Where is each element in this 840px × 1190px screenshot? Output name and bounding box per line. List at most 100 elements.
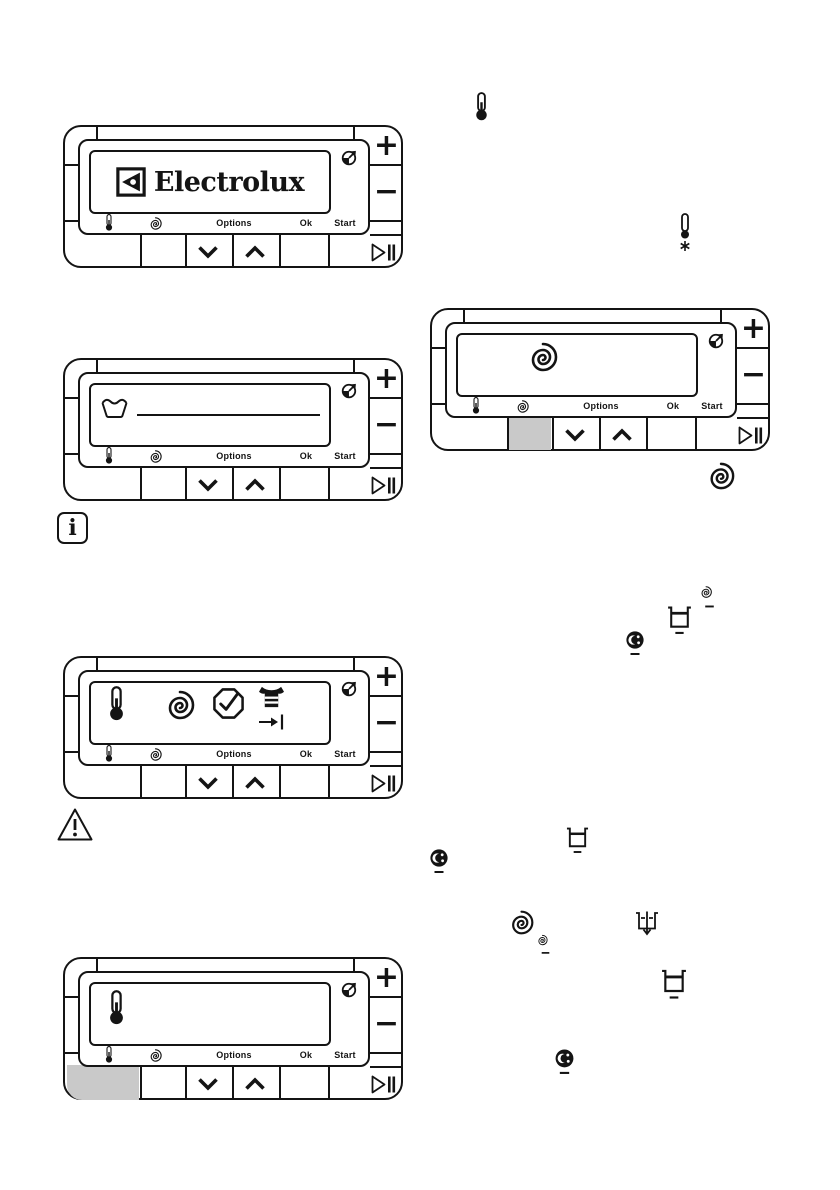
rinse-hold-icon <box>566 827 589 854</box>
divider <box>370 1066 403 1068</box>
increase-button[interactable]: + <box>373 960 400 995</box>
decrease-button[interactable]: − <box>373 1006 400 1041</box>
warning-icon <box>56 806 94 844</box>
divider <box>646 416 648 451</box>
cold-wash-icon <box>677 213 693 253</box>
temperature-button-pressed[interactable] <box>67 1065 139 1100</box>
start-pause-button[interactable] <box>371 774 397 793</box>
scroll-up-button[interactable] <box>611 428 633 442</box>
rinse-hold-icon <box>667 606 692 635</box>
spin-button-pressed[interactable] <box>509 417 551 450</box>
display-screen: Electrolux <box>89 150 331 214</box>
display-screen <box>456 333 698 397</box>
spin-label-icon <box>149 1049 162 1062</box>
ok-check-icon <box>212 687 245 720</box>
info-icon: i <box>57 512 88 544</box>
divider <box>279 1065 281 1100</box>
time-manager-icon <box>708 332 725 349</box>
drain-icon <box>635 910 659 937</box>
spin-icon <box>165 690 195 720</box>
display-module: Options Ok Start <box>78 372 370 468</box>
start-label: Start <box>701 401 723 411</box>
divider <box>599 416 601 451</box>
ok-label: Ok <box>666 401 680 411</box>
divider <box>64 453 79 455</box>
spin-label-icon <box>149 217 162 230</box>
divider <box>185 764 187 799</box>
start-pause-button[interactable] <box>371 476 397 495</box>
increase-button[interactable]: + <box>373 128 400 163</box>
control-panel-program-name: Options Ok Start + − <box>63 358 403 501</box>
rinse-hold-icon <box>661 969 687 1000</box>
divider <box>552 416 554 451</box>
divider <box>353 126 355 140</box>
scroll-down-button[interactable] <box>197 478 219 492</box>
electrolux-logo: Electrolux <box>91 152 329 212</box>
spin-icon <box>509 910 534 935</box>
temperature-label-icon <box>104 447 114 464</box>
program-name-line <box>137 414 320 416</box>
divider <box>64 397 79 399</box>
options-label: Options <box>216 451 252 461</box>
scroll-down-button[interactable] <box>197 245 219 259</box>
scroll-up-button[interactable] <box>244 1077 266 1091</box>
start-pause-button[interactable] <box>738 426 764 445</box>
divider <box>370 751 403 753</box>
display-screen <box>89 982 331 1046</box>
shirt-icon <box>258 685 285 710</box>
divider <box>737 347 770 349</box>
display-module: Electrolux Options Ok Start <box>78 139 370 235</box>
scroll-up-button[interactable] <box>244 478 266 492</box>
temperature-label-icon <box>104 1046 114 1063</box>
divider <box>695 416 697 451</box>
decrease-button[interactable]: − <box>740 357 767 392</box>
divider <box>279 764 281 799</box>
scroll-up-button[interactable] <box>244 776 266 790</box>
display-module: Options Ok Start <box>78 971 370 1067</box>
divider <box>720 309 722 323</box>
start-pause-button[interactable] <box>371 243 397 262</box>
temperature-icon <box>473 92 490 121</box>
divider <box>737 417 770 419</box>
divider <box>370 695 403 697</box>
increase-button[interactable]: + <box>740 311 767 346</box>
divider <box>140 764 142 799</box>
end-of-cycle-arrow-icon <box>257 713 287 731</box>
control-panel-options: Options Ok Start + − <box>63 656 403 799</box>
options-label: Options <box>216 1050 252 1060</box>
divider <box>370 467 403 469</box>
display-module: Options Ok Start <box>78 670 370 766</box>
control-panel-spin: Options Ok Start + − <box>430 308 770 451</box>
divider <box>463 309 465 323</box>
divider <box>370 234 403 236</box>
divider <box>232 1065 234 1100</box>
control-panel-welcome: Electrolux Options Ok Start + − <box>63 125 403 268</box>
control-panel-temperature: Options Ok Start + − <box>63 957 403 1100</box>
increase-button[interactable]: + <box>373 659 400 694</box>
scroll-down-button[interactable] <box>197 776 219 790</box>
start-pause-button[interactable] <box>371 1075 397 1094</box>
options-label: Options <box>216 749 252 759</box>
increase-button[interactable]: + <box>373 361 400 396</box>
electrolux-mark-icon <box>116 167 146 197</box>
decrease-button[interactable]: − <box>373 174 400 209</box>
divider <box>279 466 281 501</box>
divider <box>370 397 403 399</box>
scroll-down-button[interactable] <box>564 428 586 442</box>
decrease-button[interactable]: − <box>373 705 400 740</box>
divider <box>370 164 403 166</box>
options-label: Options <box>583 401 619 411</box>
divider <box>328 1065 330 1100</box>
scroll-up-button[interactable] <box>244 245 266 259</box>
start-label: Start <box>334 218 356 228</box>
divider <box>185 466 187 501</box>
divider <box>232 764 234 799</box>
night-cycle-icon <box>625 630 645 656</box>
divider <box>140 466 142 501</box>
scroll-down-button[interactable] <box>197 1077 219 1091</box>
decrease-button[interactable]: − <box>373 407 400 442</box>
divider <box>370 765 403 767</box>
spin-reduced-icon <box>537 933 554 955</box>
start-label: Start <box>334 749 356 759</box>
spin-label-icon <box>149 450 162 463</box>
